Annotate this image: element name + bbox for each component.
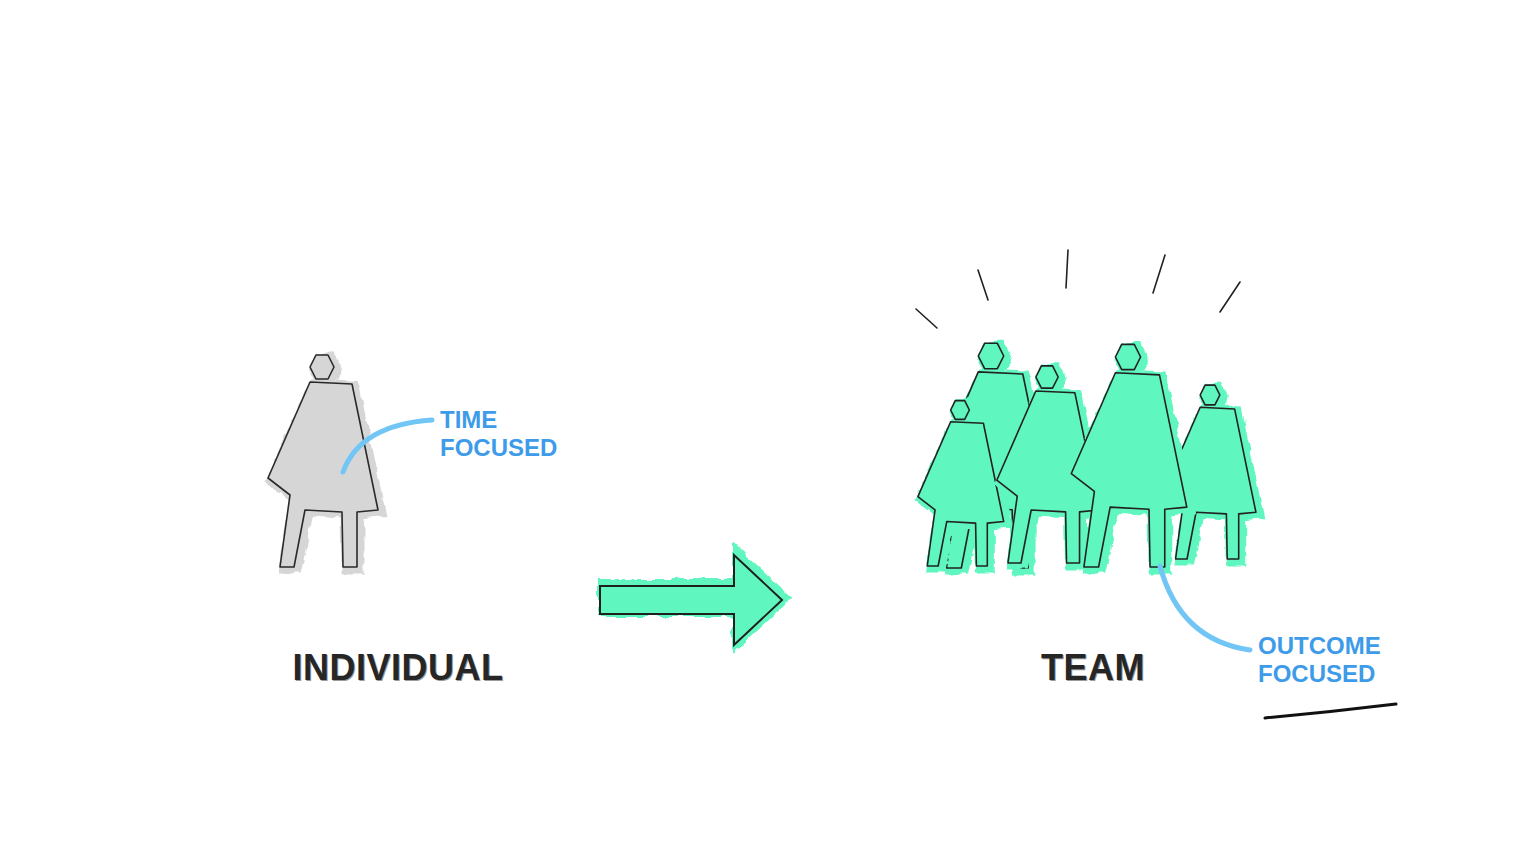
callout-holder: OUTCOME FOCUSED <box>1258 632 1398 688</box>
leader-line <box>343 420 432 472</box>
individual-figure <box>268 355 381 569</box>
block-arrow <box>600 553 785 645</box>
excitement-rays <box>916 250 1240 328</box>
figure-group: TEAM <box>790 240 1286 700</box>
team-figures <box>918 343 1259 570</box>
group-heading: INDIVIDUAL <box>200 648 596 688</box>
group-heading: TEAM <box>900 648 1286 688</box>
callout-label: OUTCOME FOCUSED <box>1258 632 1398 688</box>
callout-holder: TIME FOCUSED <box>440 406 572 462</box>
block-arrow-outline <box>600 555 782 645</box>
callout-label: TIME FOCUSED <box>440 406 572 462</box>
leader-line <box>1160 566 1250 650</box>
underline <box>1265 704 1396 718</box>
figure-group: INDIVIDUAL <box>200 340 596 700</box>
